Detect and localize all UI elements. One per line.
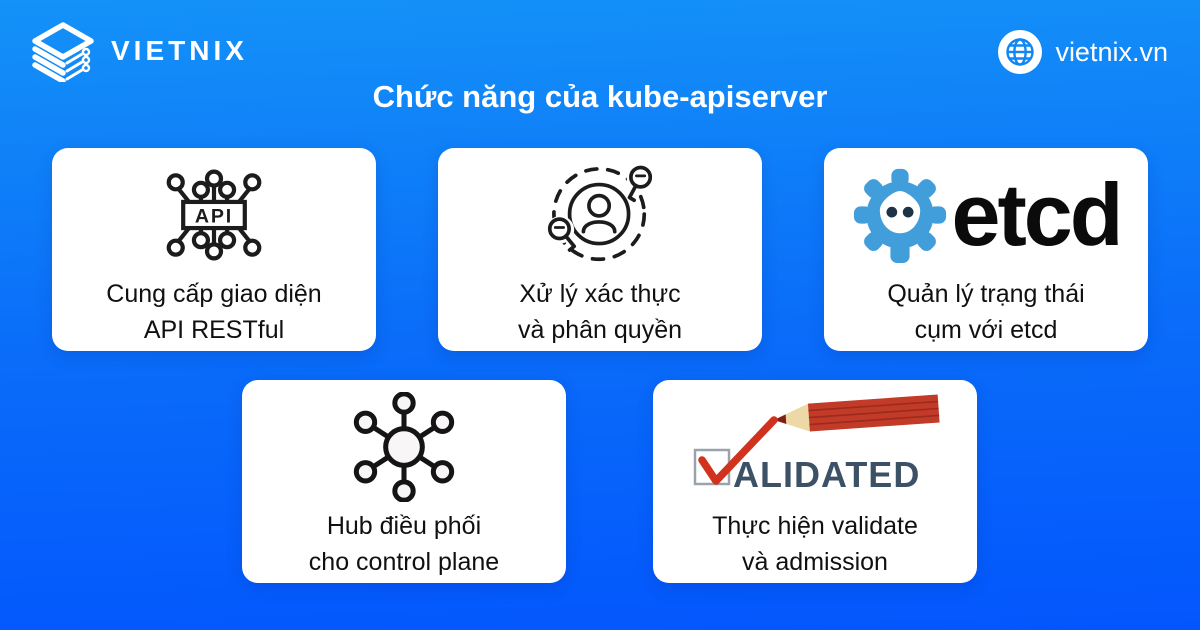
card-caption-line2: cho control plane <box>308 548 500 576</box>
card-caption-line1: Hub điều phối <box>326 512 482 540</box>
api-chip-label: API <box>195 205 233 227</box>
card-caption-line1: Cung cấp giao diện <box>106 280 322 308</box>
vietnix-layers-logo-icon <box>32 22 94 82</box>
card-caption-line1: Quản lý trạng thái <box>887 280 1085 308</box>
validated-label: ALIDATED <box>733 454 920 495</box>
etcd-gear-icon <box>853 168 946 263</box>
card-validate-admission: ALIDATED Thực hiện validate và admission <box>653 380 977 583</box>
checkmark <box>698 416 778 485</box>
card-api-restful: API Cung cấp giao diện API RESTful <box>52 148 376 351</box>
brand: VIETNIX <box>30 20 248 82</box>
card-caption: Hub điều phối cho control plane <box>309 508 499 580</box>
etcd-wordmark: etcd <box>951 165 1124 264</box>
hub-network-icon <box>349 386 459 508</box>
card-hub-control-plane: Hub điều phối cho control plane <box>242 380 566 583</box>
card-caption-line1: Thực hiện validate <box>712 512 918 540</box>
card-caption: Cung cấp giao diện API RESTful <box>106 276 321 348</box>
user-keys-icon <box>541 154 659 276</box>
validated-pencil-icon: ALIDATED <box>679 386 951 508</box>
card-caption: Quản lý trạng thái cụm với etcd <box>887 276 1084 348</box>
card-caption: Thực hiện validate và admission <box>712 508 918 580</box>
card-caption: Xử lý xác thực và phân quyền <box>518 276 682 348</box>
card-authentication: Xử lý xác thực và phân quyền <box>438 148 762 351</box>
card-etcd: etcd Quản lý trạng thái cụm với etcd <box>824 148 1148 351</box>
card-caption-line2: và admission <box>742 548 888 576</box>
etcd-logo: etcd <box>852 154 1124 276</box>
brand-name: VIETNIX <box>111 35 248 66</box>
card-caption-line2: API RESTful <box>143 316 285 344</box>
card-caption-line2: cụm với etcd <box>914 316 1058 344</box>
globe-icon <box>998 30 1043 74</box>
api-chip-icon: API <box>158 154 270 276</box>
website-url: vietnix.vn <box>1055 36 1168 67</box>
page-title: Chức năng của kube-apiserver <box>372 79 828 114</box>
website-badge: vietnix.vn <box>998 30 1168 74</box>
card-caption-line2: và phân quyền <box>517 316 683 344</box>
card-caption-line1: Xử lý xác thực <box>519 280 681 308</box>
